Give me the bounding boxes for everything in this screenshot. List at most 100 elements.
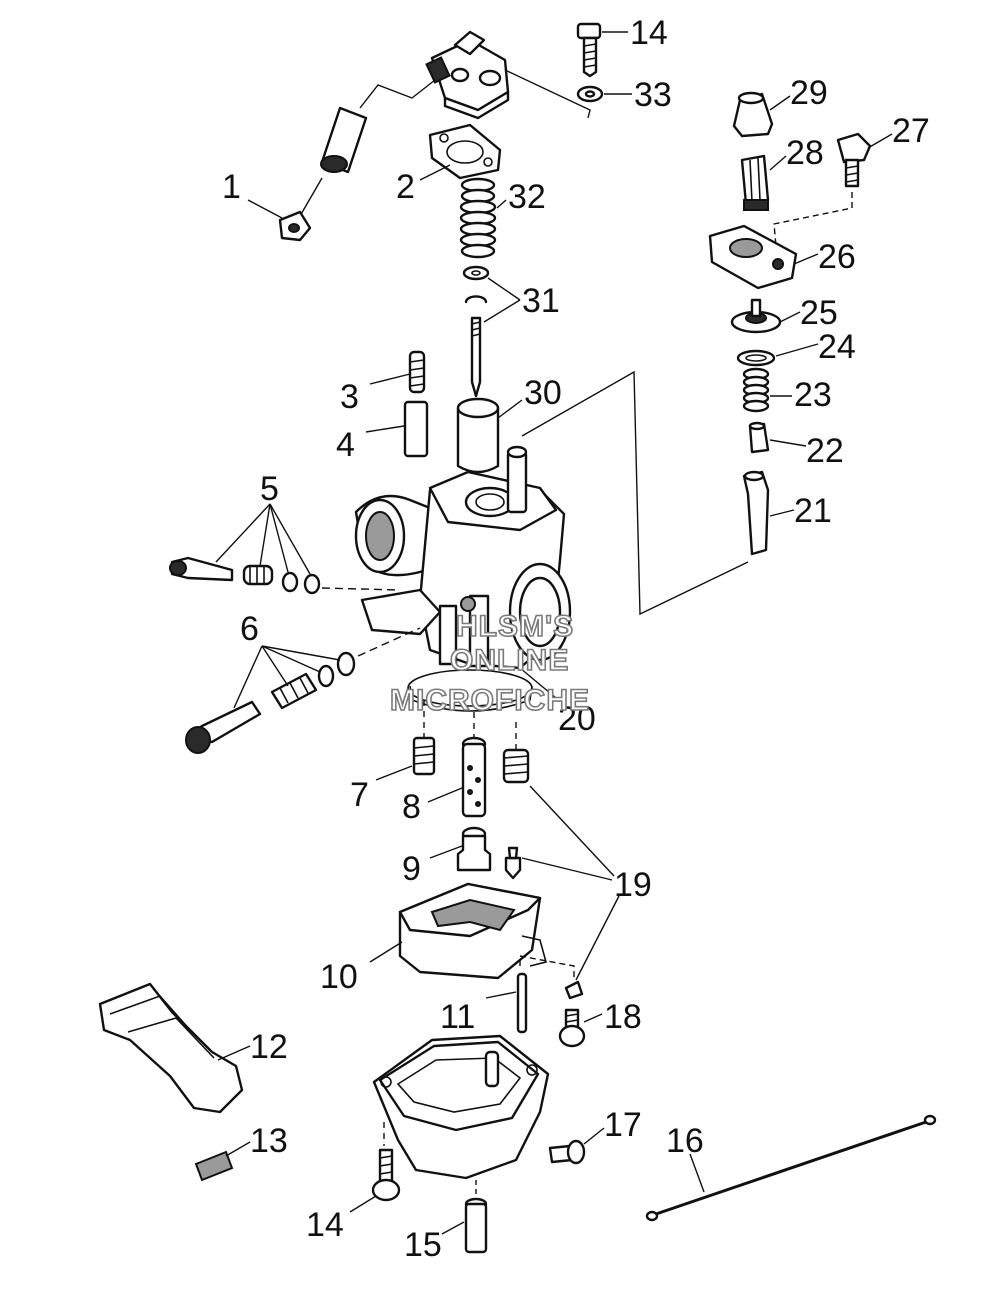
idle-screw-set-part-5 [169, 556, 321, 595]
label-10: 10 [320, 958, 358, 996]
label-25: 25 [800, 294, 838, 332]
plate-part-26 [708, 224, 798, 290]
cap-part-29 [732, 91, 774, 138]
shield-part-12 [98, 982, 244, 1114]
drain-screw-part-17 [548, 1139, 586, 1165]
leader-3 [369, 373, 411, 385]
leader-29 [769, 95, 791, 111]
gasket-part-2 [428, 123, 502, 180]
leader-16 [689, 1153, 705, 1193]
leader-12 [217, 1045, 251, 1061]
leader-22 [769, 439, 807, 447]
float-pin-part-11 [516, 972, 528, 1034]
float-bowl [372, 1034, 550, 1180]
leader-11 [485, 991, 517, 999]
leader-1 [247, 199, 283, 219]
label-29: 29 [790, 74, 828, 112]
leader-6b [261, 645, 289, 687]
label-5: 5 [260, 470, 279, 508]
label-21: 21 [794, 492, 832, 530]
plunger-part-21 [742, 470, 770, 556]
leader-5d [269, 503, 311, 575]
label-15: 15 [404, 1226, 442, 1264]
watermark-line-2: ONLINE [450, 644, 569, 677]
leader-25 [779, 311, 801, 323]
label-1: 1 [222, 168, 241, 206]
leader-26 [793, 253, 819, 265]
float-pin-axis [519, 955, 575, 980]
label-16: 16 [666, 1122, 704, 1160]
label-11: 11 [440, 998, 475, 1036]
watermark-line-3: MICROFICHE [390, 684, 590, 717]
leader-6a [233, 645, 263, 709]
leader-8 [427, 787, 463, 803]
leader-21 [769, 509, 795, 517]
choke-leader-line [521, 370, 749, 616]
fuel-inlet-cap [425, 30, 510, 120]
tube-part-4 [403, 400, 429, 458]
screw-part-14-bottom [371, 1148, 401, 1202]
hose-fitting [320, 106, 368, 174]
hose-leader [359, 79, 436, 109]
bolt-27-axis [773, 192, 853, 247]
leader-6d [261, 645, 341, 661]
label-30: 30 [524, 374, 562, 412]
leader-30 [497, 399, 523, 419]
leader-13 [225, 1141, 251, 1157]
leader-2 [419, 164, 451, 181]
block-part-13 [194, 1150, 234, 1182]
float-part-10 [398, 882, 547, 980]
label-13: 13 [250, 1122, 288, 1160]
screw-part-18 [558, 1008, 586, 1048]
cap-screw-leader [504, 69, 591, 119]
leader-31a [487, 277, 521, 301]
leader-24 [775, 343, 819, 357]
carburetor-body [354, 445, 572, 712]
emulsion-tube-part-8 [461, 736, 487, 818]
label-4: 4 [336, 426, 355, 464]
leader-19a [529, 785, 615, 877]
leader-5b [259, 503, 271, 567]
cable-part-16 [645, 1114, 937, 1222]
jet-part-3 [408, 350, 426, 394]
float-needle-part-19 [502, 748, 584, 1000]
leader-27 [867, 133, 893, 149]
label-22: 22 [806, 432, 844, 470]
pin-part-15 [464, 1197, 488, 1254]
leader-14-bottom [349, 1195, 377, 1213]
label-33: 33 [634, 76, 672, 114]
adjuster-part-28 [740, 154, 770, 211]
screw-part-14-top [576, 22, 602, 78]
label-6: 6 [240, 610, 259, 648]
label-19: 19 [614, 866, 652, 904]
seal-part-25 [730, 298, 782, 334]
washer-clip-needle-part-31 [462, 265, 490, 398]
leader-9 [429, 845, 463, 859]
screw-6-axis [357, 627, 421, 657]
leader-15 [441, 1221, 465, 1235]
label-12: 12 [250, 1028, 288, 1066]
label-8: 8 [402, 788, 421, 826]
hose-to-nut-leader [299, 177, 323, 217]
leader-28 [769, 155, 787, 171]
nut-part-1 [278, 210, 312, 242]
leader-20 [519, 667, 557, 699]
label-28: 28 [786, 134, 824, 172]
label-2: 2 [396, 168, 415, 206]
label-14-top: 14 [630, 14, 668, 52]
o-ring-part-24 [736, 349, 776, 367]
label-20: 20 [558, 700, 596, 738]
nut-part-22 [748, 421, 770, 454]
label-32: 32 [508, 178, 546, 216]
leader-18 [583, 1013, 603, 1023]
main-jet-part-9 [456, 826, 492, 872]
leader-4 [365, 425, 405, 433]
label-3: 3 [340, 378, 359, 416]
label-31: 31 [522, 282, 560, 320]
leader-5c [269, 503, 289, 573]
label-23: 23 [794, 376, 832, 414]
jet-part-7 [412, 736, 436, 776]
leader-6c [261, 645, 321, 673]
leader-19b [521, 857, 613, 881]
